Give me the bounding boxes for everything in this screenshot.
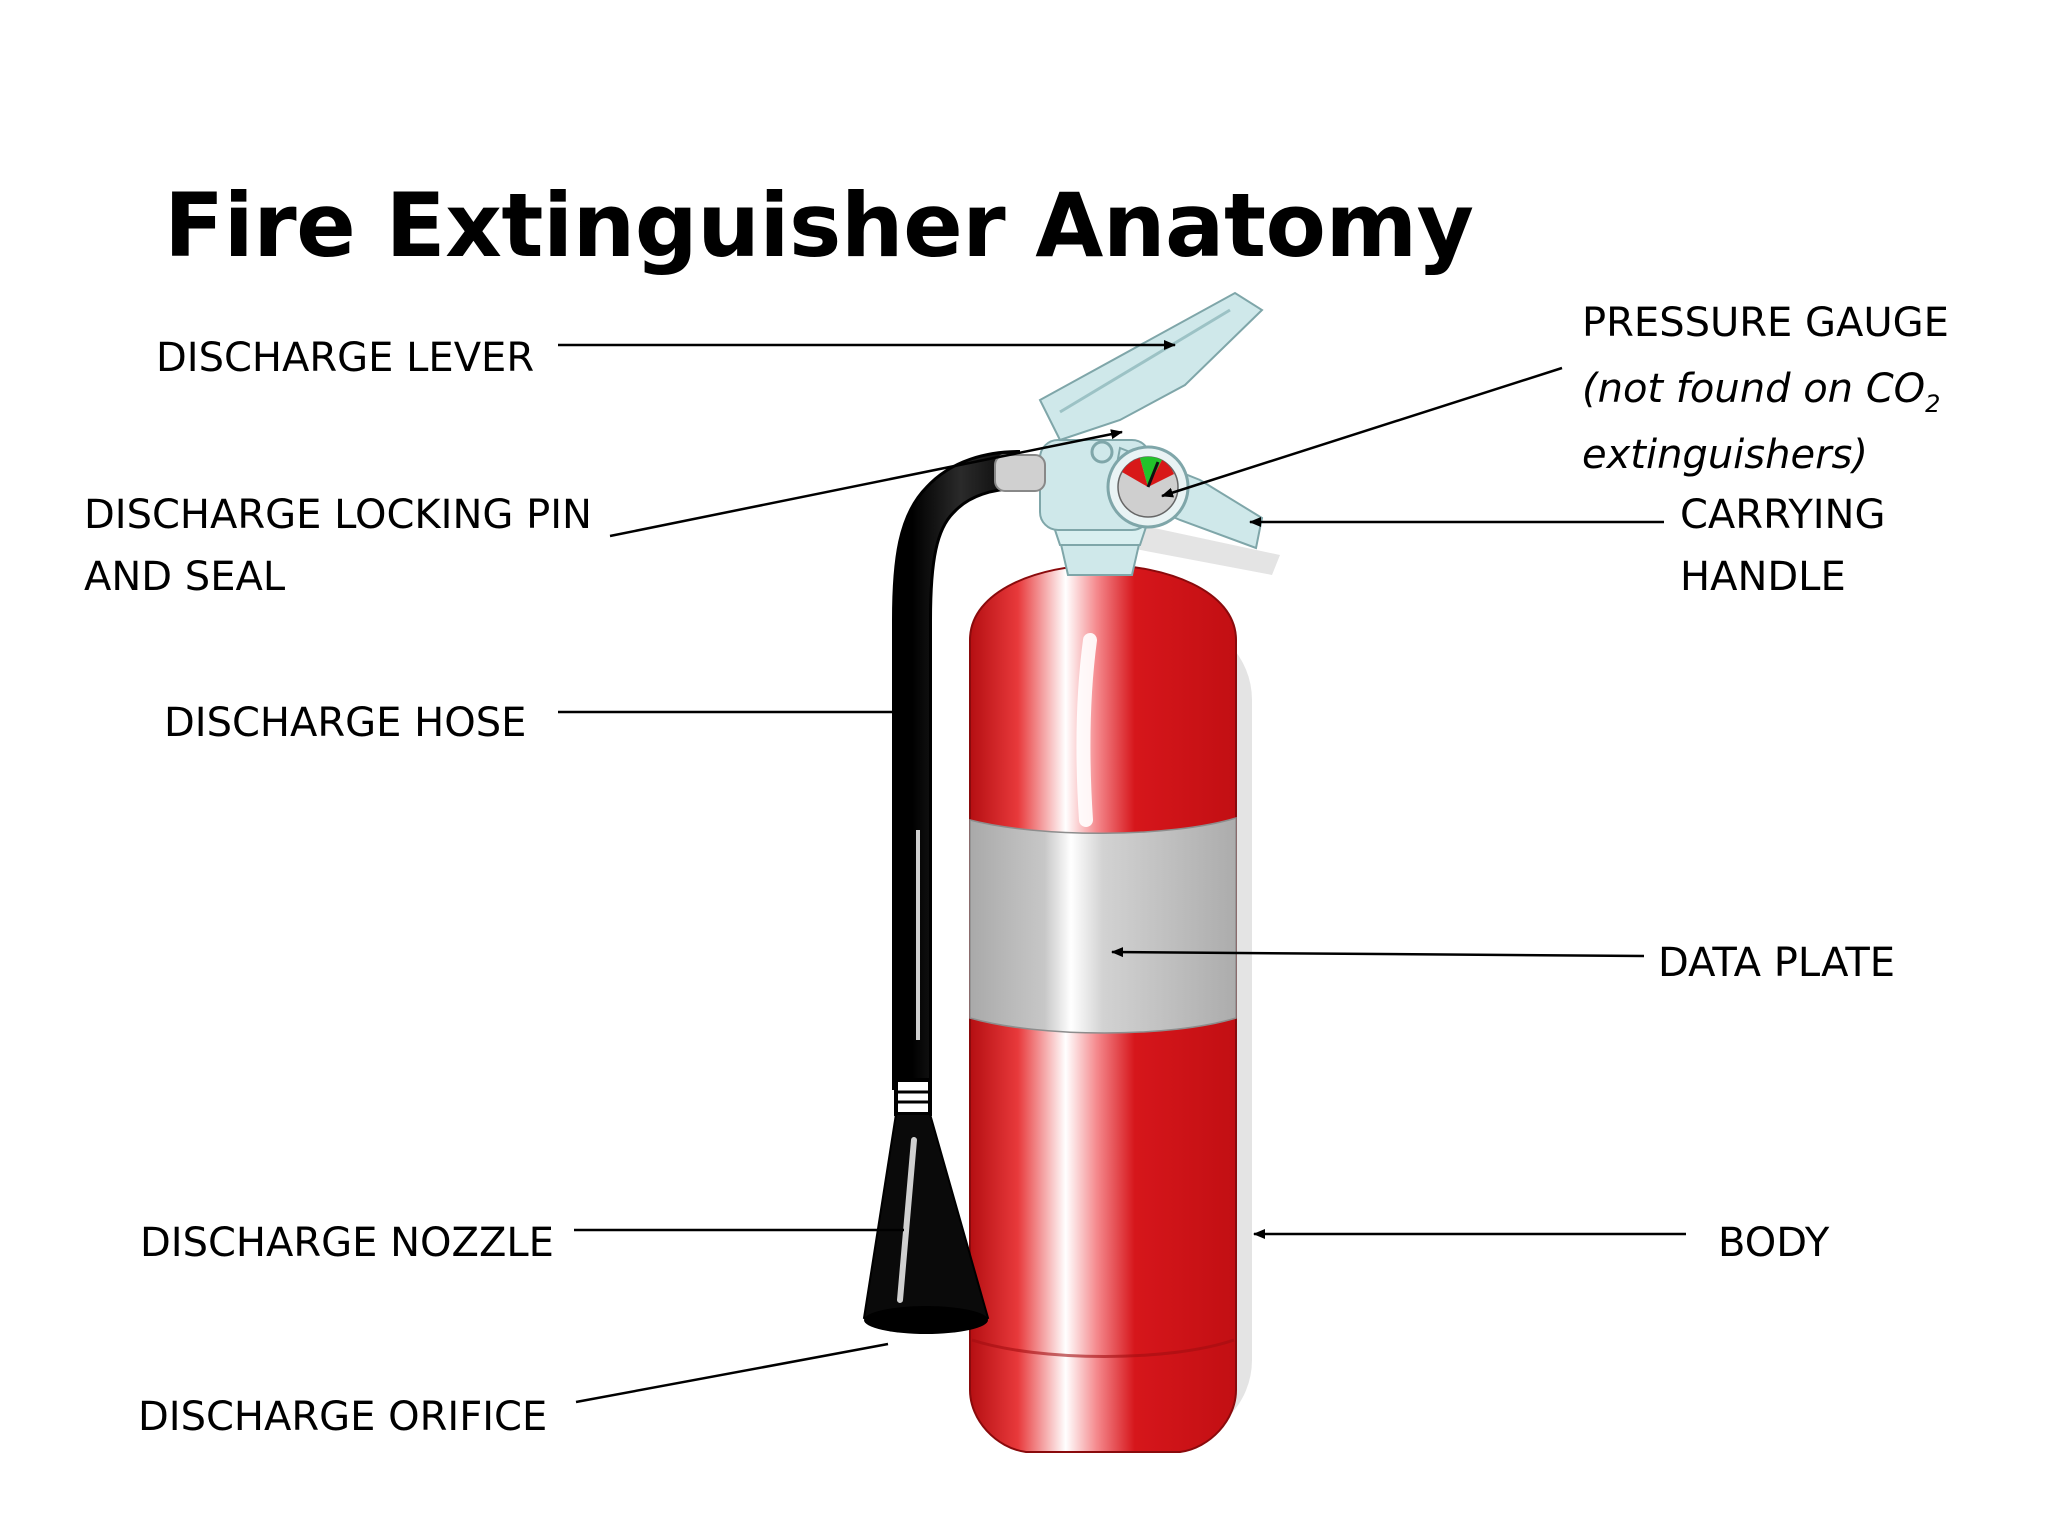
note-subscript: 2: [1925, 390, 1941, 418]
label-discharge-hose: DISCHARGE HOSE: [164, 700, 527, 746]
locking-pin: [1090, 440, 1114, 464]
pressure-gauge: [1106, 445, 1190, 529]
leader-discharge-orifice: [575, 1342, 889, 1404]
label-body: BODY: [1718, 1220, 1830, 1266]
label-discharge-nozzle: DISCHARGE NOZZLE: [140, 1220, 554, 1266]
leader-locking-pin: [609, 429, 1123, 538]
discharge-lever: [1038, 291, 1264, 442]
label-discharge-orifice: DISCHARGE ORIFICE: [138, 1394, 548, 1440]
label-locking-pin-line1: DISCHARGE LOCKING PIN: [84, 492, 592, 538]
note-text-pre: (not found on CO: [1582, 366, 1926, 412]
discharge-nozzle: [862, 1078, 990, 1334]
discharge-hose: [892, 450, 1046, 1090]
label-discharge-lever: DISCHARGE LEVER: [156, 335, 535, 381]
label-carrying-handle-line1: CARRYING: [1680, 492, 1886, 538]
label-pressure-gauge: PRESSURE GAUGE: [1582, 300, 1949, 346]
label-data-plate: DATA PLATE: [1658, 940, 1896, 986]
label-carrying-handle-line2: HANDLE: [1680, 554, 1846, 600]
label-pressure-gauge-note: (not found on CO2: [1582, 358, 1940, 435]
leader-data-plate: [1111, 947, 1645, 958]
page-title: Fire Extinguisher Anatomy: [164, 174, 1474, 277]
label-locking-pin-line2: AND SEAL: [84, 554, 286, 600]
data-plate: [969, 816, 1237, 1034]
label-pressure-gauge-note-line2: extinguishers): [1582, 432, 1868, 478]
leader-lines: [558, 340, 1686, 1404]
leader-pressure-gauge: [1161, 366, 1563, 498]
